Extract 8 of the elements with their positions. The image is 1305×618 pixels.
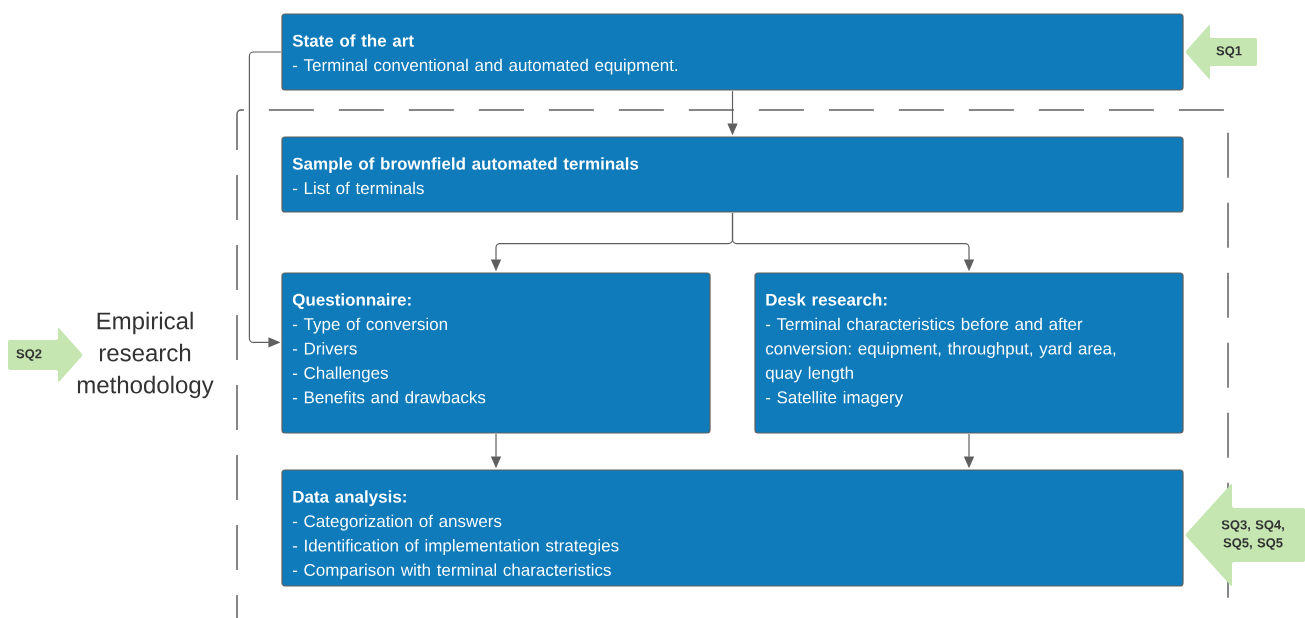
process-box: Questionnaire: - Type of conversion - Drivers - Challenges - Benefits and drawbacks [281,272,711,434]
process-box: Sample of brownfield automated terminals - List of terminals [281,136,1184,213]
process-box: State of the art - Terminal conventional and automated equipment. [281,13,1184,91]
process-box: Desk research: - Terminal characteristics before and after conversion: equipment, throughput, yard area, quay length - Satellite imagery [754,272,1184,434]
arrow [248,51,282,348]
arrow-tag: SQ3, SQ4, SQ5, SQ5 [1185,484,1305,586]
arrow-tag: SQ1 [1185,25,1257,79]
process-box: Data analysis: - Categorization of answers - Identification of implementation strategies - Comparison with terminal characteristics [281,469,1184,587]
